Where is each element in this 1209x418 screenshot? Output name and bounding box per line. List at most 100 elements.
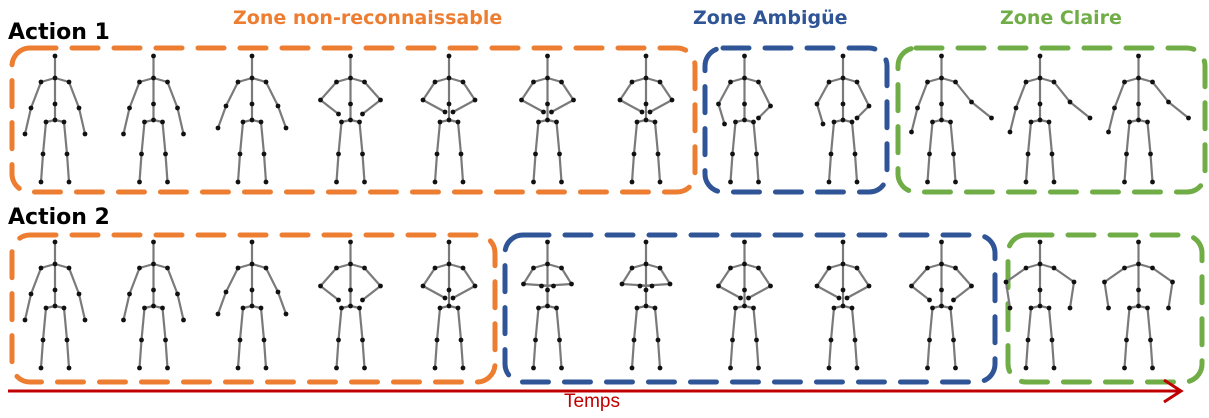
skeleton-bone — [236, 262, 254, 270]
skeleton-bone — [1137, 76, 1154, 84]
skeleton-bone — [954, 80, 973, 104]
skeleton-joint — [545, 101, 550, 107]
skeleton-bone — [435, 306, 442, 342]
skeleton-joint — [756, 115, 761, 121]
skeleton-bone — [1024, 152, 1030, 184]
skeleton-joint — [1166, 99, 1171, 105]
skeleton-joint — [1087, 115, 1093, 121]
skeleton-bone — [236, 338, 242, 370]
skeleton-bone — [161, 120, 167, 156]
skeleton-bone — [644, 76, 662, 84]
skeleton-bone — [555, 306, 561, 342]
skeleton-bone — [1004, 266, 1028, 284]
skeleton-joint — [643, 261, 649, 267]
skeleton-bone — [916, 80, 929, 110]
skeleton-joint — [446, 117, 452, 123]
skeleton-bone — [39, 262, 57, 270]
skeleton-joint — [137, 265, 142, 271]
skeleton-joint — [1136, 53, 1141, 59]
skeleton-joint — [446, 287, 452, 293]
zone-non-recognizable-label: Zone non-reconnaissable — [233, 7, 503, 29]
skeleton-joint — [533, 151, 538, 157]
skeleton-joint — [263, 79, 269, 85]
skeleton-joint — [52, 261, 58, 267]
skeleton-joint — [258, 119, 264, 125]
skeleton-joint — [1166, 305, 1171, 311]
skeleton-bone — [630, 262, 648, 270]
skeleton-joint — [1145, 305, 1150, 311]
skeleton-bone — [743, 262, 760, 270]
skeleton-figure — [617, 53, 675, 185]
skeleton-joint — [348, 239, 353, 245]
skeleton-joint — [283, 311, 289, 317]
skeleton-joint — [531, 265, 536, 271]
skeleton-joint — [1071, 279, 1077, 285]
skeleton-figure — [420, 53, 478, 185]
skeleton-joint — [557, 337, 562, 343]
skeleton-joint — [1067, 99, 1073, 105]
skeleton-joint — [223, 103, 229, 109]
skeleton-bone — [940, 262, 957, 270]
skeleton-joint — [38, 265, 44, 271]
skeleton-joint — [643, 75, 649, 81]
skeleton-joint — [420, 97, 426, 103]
skeleton-bone — [520, 98, 545, 114]
skeleton-bone — [815, 102, 825, 126]
skeleton-joint — [151, 239, 156, 245]
skeleton-joint — [852, 151, 858, 157]
skeleton-bone — [970, 100, 993, 120]
skeleton-joint — [437, 305, 443, 311]
skeleton-joint — [828, 337, 834, 343]
skeleton-joint — [64, 337, 70, 343]
skeleton-joint — [939, 287, 944, 293]
skeleton-joint — [235, 365, 241, 371]
skeleton-bone — [618, 98, 644, 114]
skeleton-joint — [657, 79, 663, 85]
skeleton-joint — [1037, 75, 1043, 81]
skeleton-joint — [151, 75, 156, 81]
skeleton-joint — [52, 117, 58, 123]
zone-box-non-recognizable — [9, 45, 698, 195]
skeleton-bone — [236, 152, 242, 184]
skeleton-bone — [1047, 120, 1054, 156]
skeleton-bone — [827, 152, 833, 184]
skeleton-bone — [717, 80, 732, 106]
skeleton-joint — [249, 261, 255, 267]
skeleton-joint — [1150, 265, 1155, 271]
time-axis-label: Temps — [564, 391, 620, 412]
skeleton-joint — [1124, 151, 1129, 157]
skeleton-joint — [939, 75, 944, 81]
skeleton-joint — [930, 119, 935, 125]
skeleton-joint — [951, 151, 956, 157]
skeleton-joint — [139, 151, 144, 157]
skeleton-joint — [1150, 365, 1155, 371]
skeleton-bone — [224, 266, 240, 294]
skeleton-joint — [76, 291, 82, 297]
skeleton-joint — [1127, 119, 1132, 125]
skeleton-bone — [729, 262, 746, 270]
skeleton-joint — [275, 103, 281, 109]
skeleton-joint — [1037, 303, 1043, 309]
skeleton-joint — [446, 75, 452, 81]
skeleton-joint — [1007, 305, 1013, 311]
skeleton-joint — [639, 109, 645, 115]
skeleton-joint — [360, 151, 365, 157]
skeleton-joint — [450, 295, 456, 301]
skeleton-bone — [555, 120, 561, 156]
skeleton-bone — [757, 104, 772, 120]
skeleton-joint — [258, 305, 264, 311]
skeleton-joint — [1037, 53, 1043, 59]
skeleton-bone — [752, 120, 758, 156]
skeleton-joint — [619, 281, 625, 287]
skeleton-joint — [1023, 79, 1029, 85]
skeleton-joint — [927, 337, 932, 343]
skeleton-joint — [854, 115, 860, 121]
skeleton-bone — [731, 120, 737, 156]
skeleton-bone — [952, 152, 957, 184]
skeleton-joint — [1102, 279, 1107, 285]
skeleton-bone — [461, 80, 477, 102]
skeleton-joint — [742, 75, 747, 81]
skeleton-bone — [949, 306, 955, 342]
skeleton-joint — [237, 151, 243, 157]
